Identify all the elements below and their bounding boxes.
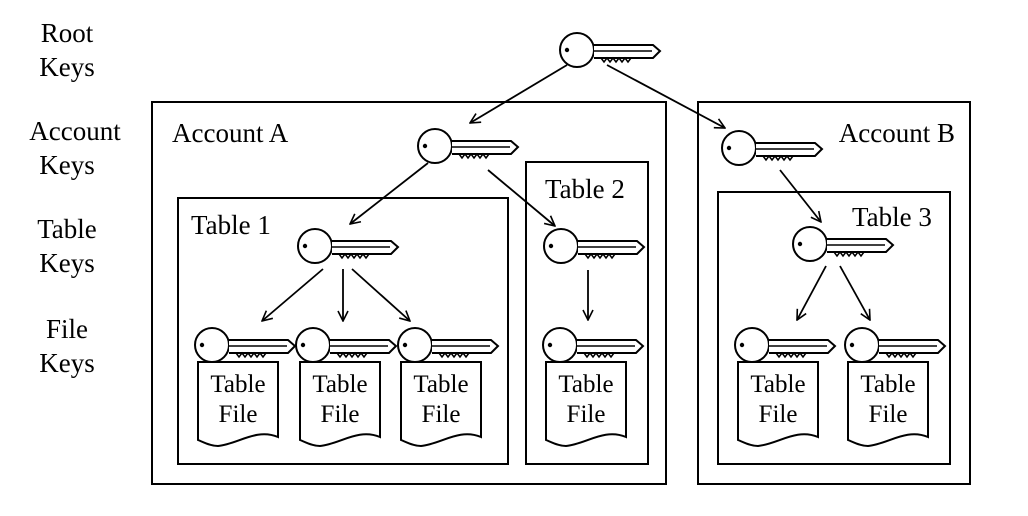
document-icon (847, 361, 929, 448)
document-icon (737, 361, 819, 448)
table-file-6: Table File (847, 361, 929, 448)
file-4-key-icon (542, 327, 644, 363)
arrows (262, 64, 870, 321)
account-a-label: Account A (172, 118, 289, 148)
table-3-box (717, 191, 951, 465)
table-file-5: Table File (737, 361, 819, 448)
account-b-key-icon (721, 130, 823, 166)
level-file-line2: Keys (39, 348, 95, 378)
arrow-table-3-to-file-6 (839, 265, 870, 320)
arrow-account-a-to-table-2 (487, 169, 555, 226)
table-file-1: Table File (197, 361, 279, 448)
level-account-line2: Keys (39, 150, 95, 180)
file-5-line1: Table (750, 371, 805, 398)
account-a-key-icon (417, 128, 519, 164)
table-1-label: Table 1 (191, 210, 271, 240)
arrow-table-3-to-file-5 (797, 265, 827, 320)
file-2-line1: Table (312, 371, 367, 398)
table-file-4: Table File (545, 361, 627, 448)
document-icon (545, 361, 627, 448)
level-label-account: Account Keys (29, 116, 121, 180)
level-label-root: Root Keys (39, 18, 95, 82)
file-2-key-icon (295, 327, 397, 363)
file-3-line1: Table (413, 371, 468, 398)
account-b-label: Account B (839, 118, 955, 148)
file-4-line2: File (567, 401, 606, 428)
file-1-line1: Table (210, 371, 265, 398)
arrow-root-to-account-a (470, 64, 568, 123)
table-2-box (525, 161, 649, 465)
table-1-key-icon (297, 228, 399, 264)
file-4-line1: Table (558, 371, 613, 398)
arrow-table-1-to-file-1 (262, 268, 324, 321)
file-1-key-icon (194, 327, 296, 363)
level-root-line1: Root (41, 18, 94, 48)
level-file-line1: File (46, 314, 88, 344)
table-3-label: Table 3 (852, 202, 932, 232)
table-3-key-icon (792, 226, 894, 262)
arrow-root-to-account-b (606, 64, 725, 128)
table-2-key-icon (543, 228, 645, 264)
table-file-3: Table File (400, 361, 482, 448)
level-table-line2: Keys (39, 248, 95, 278)
table-file-2: Table File (299, 361, 381, 448)
table-2-label: Table 2 (545, 174, 625, 204)
file-6-line2: File (869, 401, 908, 428)
account-a-box (151, 101, 667, 485)
file-1-line2: File (219, 401, 258, 428)
file-3-key-icon (397, 327, 499, 363)
file-6-key-icon (844, 327, 946, 363)
level-account-line1: Account (29, 116, 121, 146)
level-root-line2: Keys (39, 52, 95, 82)
level-label-table: Table Keys (37, 214, 97, 278)
table-1-box (177, 197, 509, 465)
document-icon (299, 361, 381, 448)
arrow-account-a-to-table-1 (350, 162, 429, 224)
file-3-line2: File (422, 401, 461, 428)
arrow-table-1-to-file-3 (351, 268, 410, 321)
document-icon (197, 361, 279, 448)
level-label-file: File Keys (39, 314, 95, 378)
arrow-account-b-to-table-3 (779, 169, 821, 222)
file-2-line2: File (321, 401, 360, 428)
file-5-key-icon (734, 327, 836, 363)
file-6-line1: Table (860, 371, 915, 398)
account-b-box (697, 101, 971, 485)
file-5-line2: File (759, 401, 798, 428)
root-key-icon (559, 32, 661, 68)
document-icon (400, 361, 482, 448)
level-table-line1: Table (37, 214, 97, 244)
